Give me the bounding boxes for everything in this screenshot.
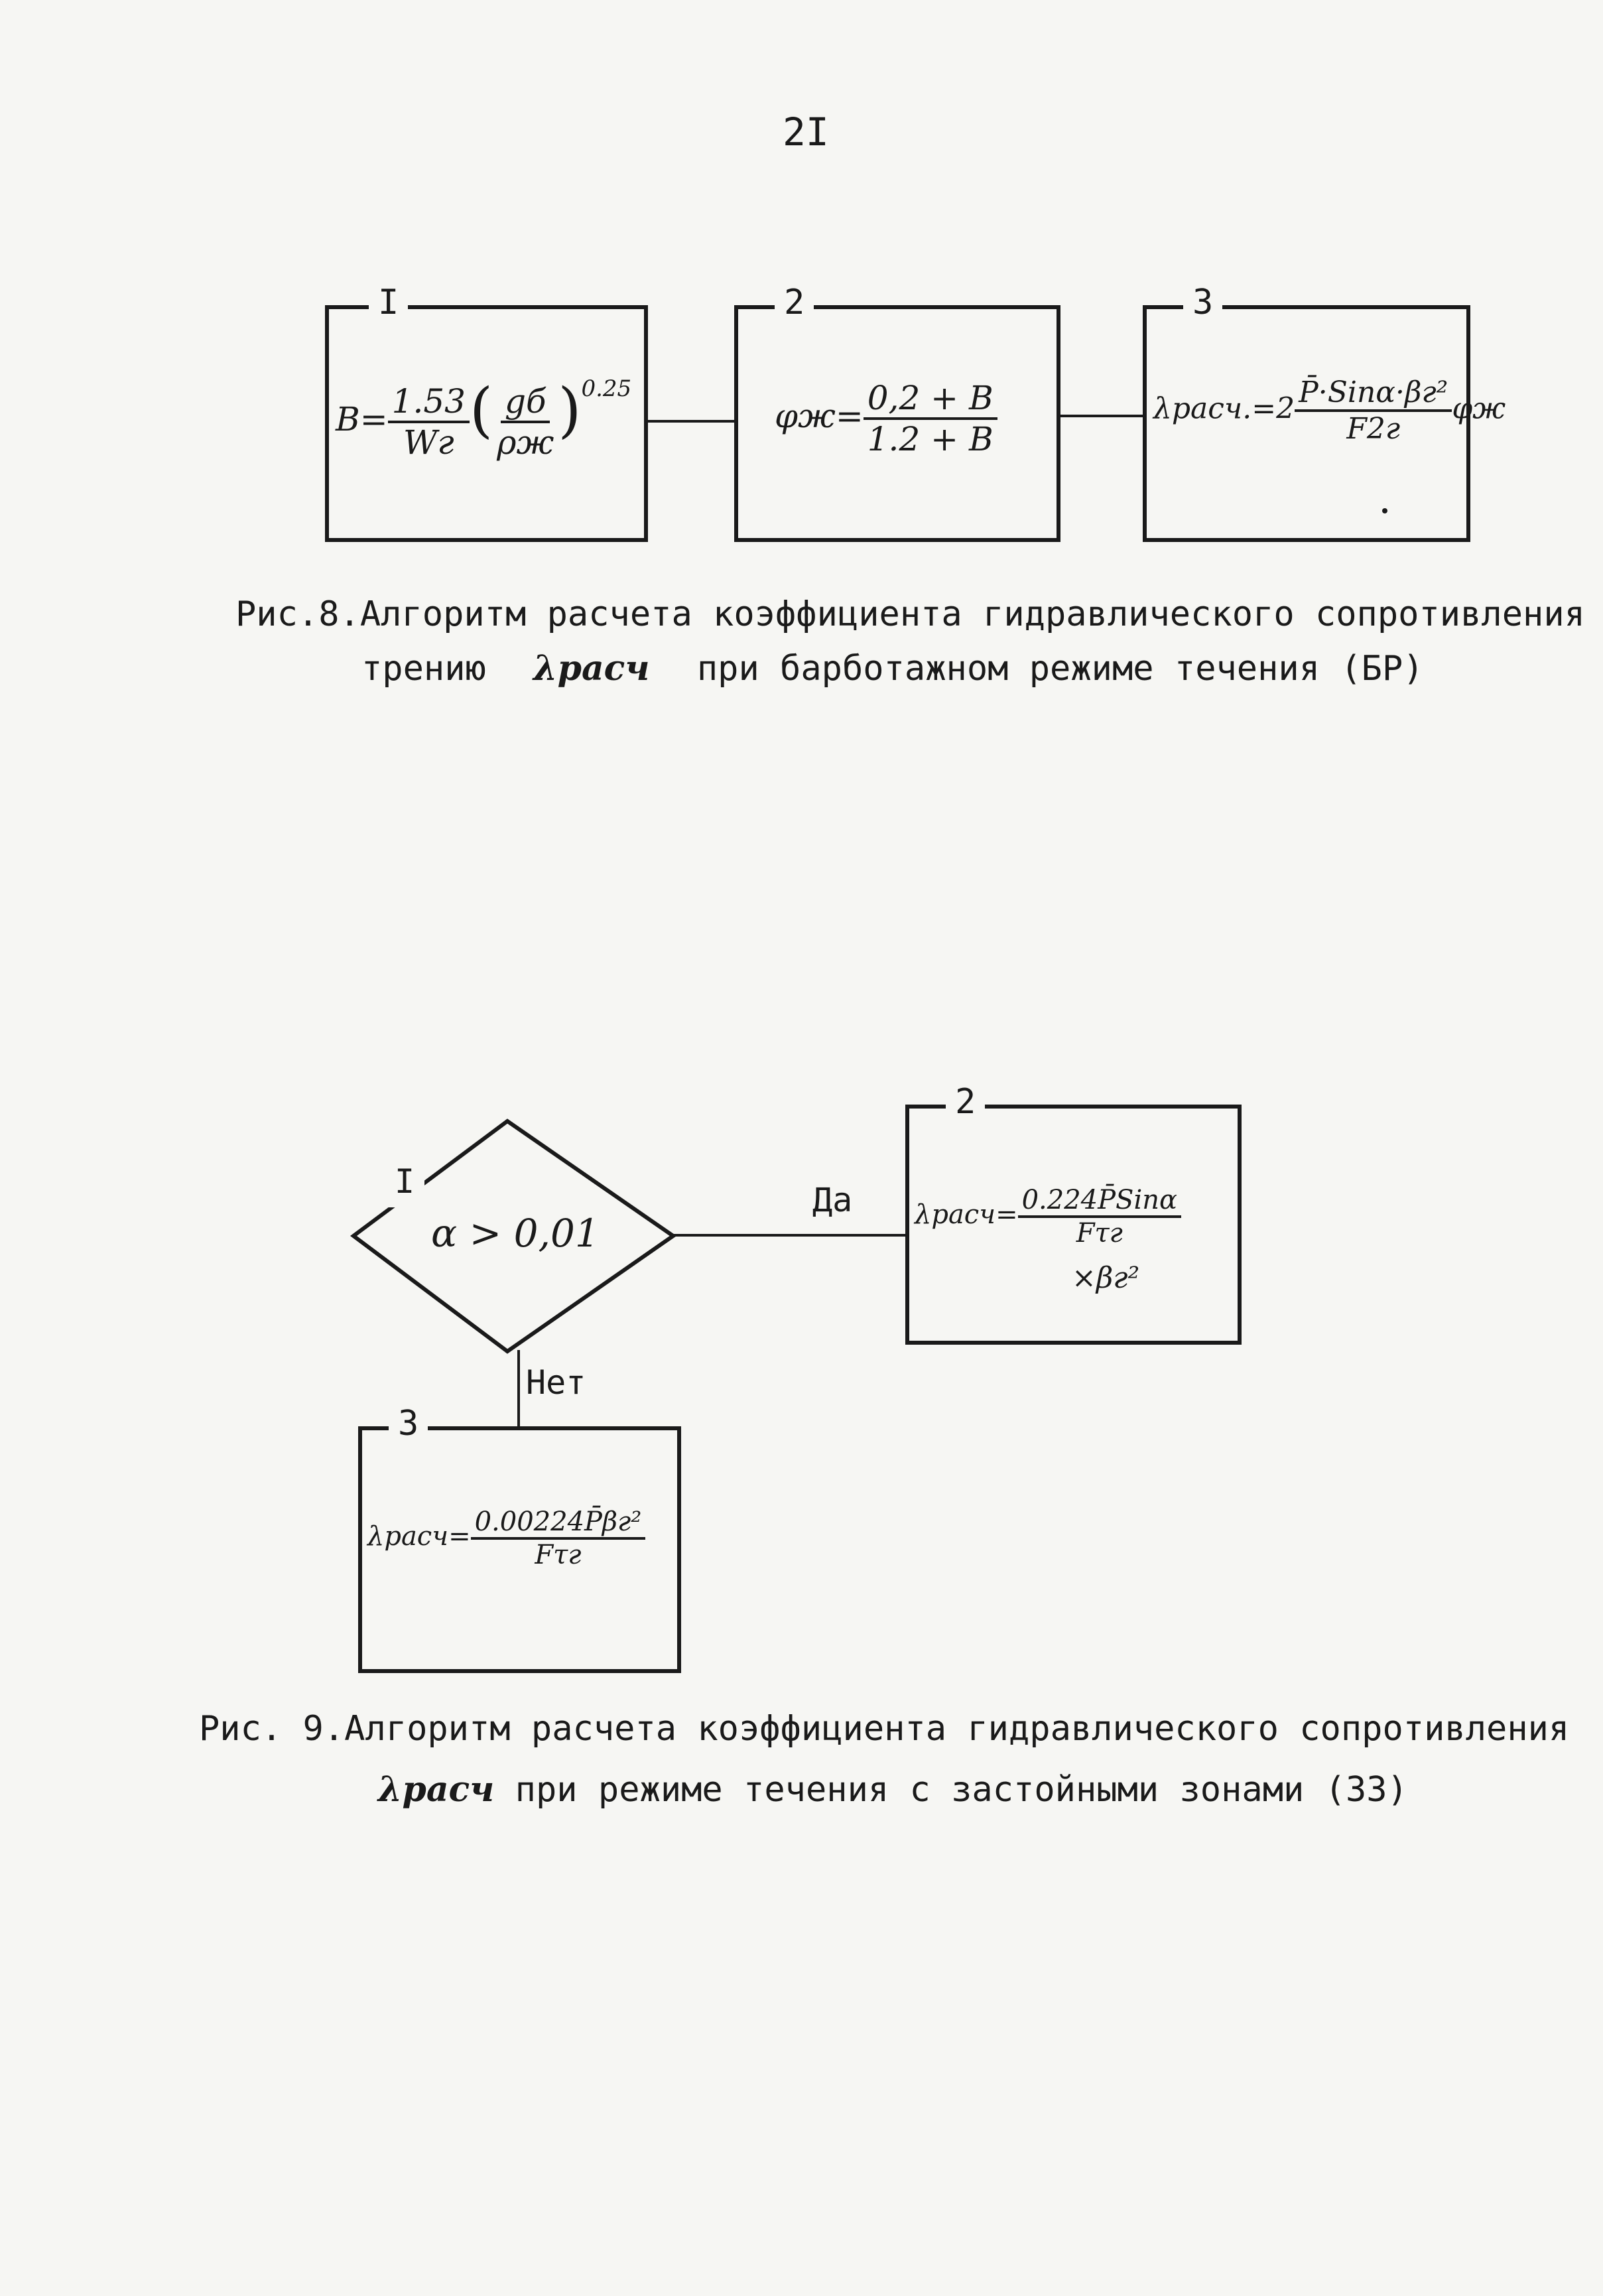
fig8-caption-lambda: λрасч: [533, 648, 650, 689]
fig9-caption-lambda: λрасч: [378, 1769, 495, 1810]
fig8-caption: Рис.8.Алгоритм расчета коэффициента гидр…: [235, 587, 1585, 696]
fig9-decision-number-bg: [385, 1161, 424, 1207]
fig8-box-2-number: 2: [775, 283, 814, 322]
ink-speck: [1382, 508, 1387, 513]
fig9-caption: Рис. 9.Алгоритм расчета коэффициента гид…: [199, 1702, 1569, 1817]
fig9-no-label: Нет: [526, 1363, 586, 1402]
fig9-caption-line-2: λрасч при режиме течения с застойными зо…: [378, 1769, 1408, 1810]
fig8-box-1-number: I: [369, 283, 409, 322]
fig9-yes-connector: [673, 1234, 905, 1237]
fig8-connector-1-2: [644, 420, 734, 423]
fig8-caption-line-2: трению λрасч при барботажном режиме тече…: [361, 648, 1424, 689]
fig8-box-3-number: 3: [1183, 283, 1223, 322]
fig8-connector-2-3: [1057, 415, 1143, 417]
fig9-box-2-formula-extra: ×βг²: [1072, 1261, 1140, 1295]
page-number: 2I: [783, 109, 829, 155]
fig9-box-3-number: 3: [389, 1404, 428, 1444]
fig9-yes-label: Да: [812, 1181, 853, 1219]
fig9-box-2-number: 2: [946, 1082, 986, 1122]
fig9-no-connector: [517, 1350, 520, 1430]
fig9-decision-number: I: [395, 1162, 415, 1201]
fig8-caption-line-1: Рис.8.Алгоритм расчета коэффициента гидр…: [235, 594, 1585, 634]
fig9-decision-condition: α > 0,01: [431, 1211, 600, 1256]
fig9-caption-line-1: Рис. 9.Алгоритм расчета коэффициента гид…: [199, 1709, 1570, 1749]
